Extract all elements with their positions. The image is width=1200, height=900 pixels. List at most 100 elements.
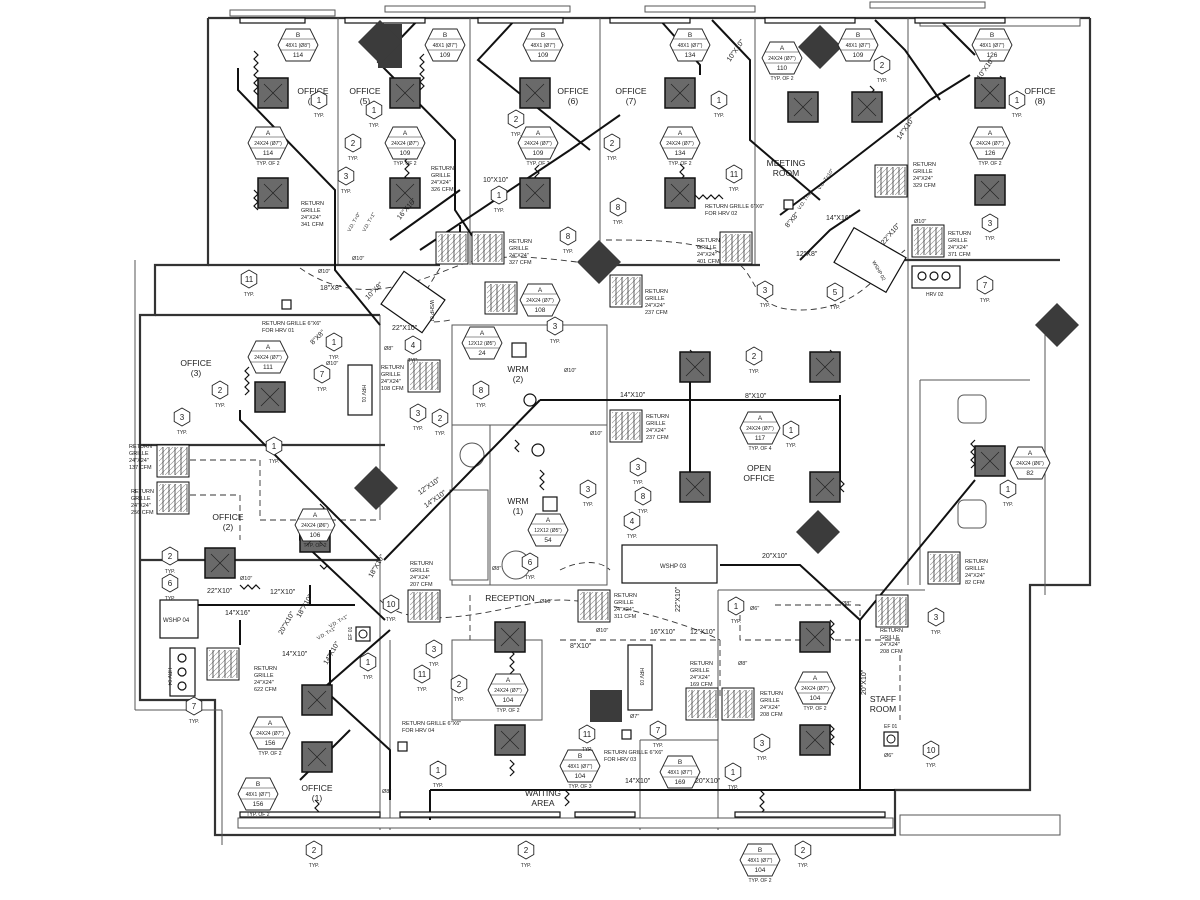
return-grille-text: GRILLE xyxy=(913,169,933,175)
room-label-line: OPEN xyxy=(747,463,771,473)
wshp-03: WSHP 03 xyxy=(621,544,718,584)
round-duct-label: Ø10" xyxy=(914,219,926,225)
return-grille-text: GRILLE xyxy=(948,238,968,244)
typ-label: TYP. xyxy=(653,743,663,749)
return-grille-text: 371 CFM xyxy=(948,252,971,258)
room-label-line: RECEPTION xyxy=(485,593,535,603)
supply-diffuser xyxy=(974,77,1006,109)
return-grille-text: 24"X24" xyxy=(410,575,430,581)
return-grille-text: 207 CFM xyxy=(410,582,433,588)
keynote-number: 2 xyxy=(168,552,173,561)
tag-type: A xyxy=(546,517,551,524)
supply-diffuser xyxy=(257,77,289,109)
return-grille-text: RETURN xyxy=(646,414,669,420)
tag-type: B xyxy=(443,32,447,39)
typ-label: TYP. xyxy=(309,863,319,869)
keynote-number: 8 xyxy=(479,386,484,395)
typ-label: TYP. xyxy=(511,132,521,138)
return-grille-text: GRILLE xyxy=(254,673,274,679)
supply-diffuser xyxy=(809,471,841,503)
tag-size: 48X1 (Ø7") xyxy=(668,770,693,776)
hrv-03: HRV 03 xyxy=(627,644,653,711)
room-label-line: (1) xyxy=(312,793,323,803)
keynote-number: 2 xyxy=(880,61,885,70)
keynote-number: 4 xyxy=(411,341,416,350)
supply-diffuser xyxy=(204,547,236,579)
tag-cfm: 156 xyxy=(253,801,264,808)
typ-label: TYP. xyxy=(980,298,990,304)
return-grille-text: 24"X24" xyxy=(131,503,151,509)
return-grille-text: 82 CFM xyxy=(965,580,985,586)
tag-size: 24X24 (Ø6") xyxy=(1016,461,1044,467)
return-grille-text: 24"X24" xyxy=(614,607,634,613)
return-grille xyxy=(156,444,190,478)
duct-size-label: 22"X10" xyxy=(207,588,233,595)
tag-type: B xyxy=(256,781,260,788)
return-grille xyxy=(609,274,643,308)
typ-label: TYP. xyxy=(269,459,279,465)
keynote-number: 1 xyxy=(1015,96,1020,105)
keynote-number: 1 xyxy=(731,768,736,777)
tag-note: TYP. OF 2 xyxy=(304,543,327,549)
tag-cfm: 109 xyxy=(853,52,864,59)
tag-type: B xyxy=(678,759,682,766)
hrv-return-grille-label: RETURN GRILLE 6"X6"FOR HRV 02 xyxy=(705,204,764,217)
return-grille-text: RETURN xyxy=(131,489,154,495)
keynote-number: 3 xyxy=(344,172,349,181)
hrv-return-grille-label: RETURN GRILLE 6"X6"FOR HRV 04 xyxy=(402,721,461,734)
tag-type: A xyxy=(678,130,683,137)
supply-diffuser xyxy=(664,177,696,209)
typ-label: TYP. xyxy=(760,303,770,309)
duct-size-label: 8"X10" xyxy=(745,393,767,400)
return-grille-text: 24"X24" xyxy=(913,176,933,182)
round-duct-label: Ø7" xyxy=(630,714,639,720)
typ-label: TYP. xyxy=(521,863,531,869)
return-grille-text: 237 CFM xyxy=(646,435,669,441)
return-grille xyxy=(471,231,505,265)
return-grille-text: 341 CFM xyxy=(301,222,324,228)
tag-type: A xyxy=(813,675,818,682)
typ-label: TYP. xyxy=(165,596,175,602)
room-label-office-2: OFFICE(2) xyxy=(212,512,243,532)
duct-size-label: 8"X8" xyxy=(309,329,327,347)
return-grille-text: GRILLE xyxy=(614,600,634,606)
typ-label: TYP. xyxy=(177,430,187,436)
keynote-number: 1 xyxy=(332,338,337,347)
typ-label: TYP. xyxy=(607,156,617,162)
round-duct-label: Ø8" xyxy=(842,601,851,607)
tag-cfm: 106 xyxy=(310,532,321,539)
tag-type: A xyxy=(506,677,511,684)
keynote-number: 10 xyxy=(387,600,396,609)
return-grille-symbols xyxy=(156,164,961,721)
keynote-number: 1 xyxy=(436,766,441,775)
damper-label: V.D. T=1" xyxy=(328,614,349,630)
round-duct-label: Ø10" xyxy=(318,269,330,275)
keynote-number: 1 xyxy=(372,106,377,115)
return-grille-text: 24"X24" xyxy=(645,303,665,309)
tag-type: A xyxy=(538,287,543,294)
return-grille-text: 24"X24" xyxy=(254,680,274,686)
supply-diffuser xyxy=(799,724,831,756)
typ-label: TYP. xyxy=(550,339,560,345)
round-duct-label: Ø6" xyxy=(884,753,893,759)
return-grille-text: 622 CFM xyxy=(254,687,277,693)
typ-label: TYP. xyxy=(749,369,759,375)
typ-label: TYP. xyxy=(429,662,439,668)
keynote-number: 2 xyxy=(457,680,462,689)
return-grille-text: GRILLE xyxy=(880,635,900,641)
tag-size: 24X24 (Ø7") xyxy=(391,141,419,147)
